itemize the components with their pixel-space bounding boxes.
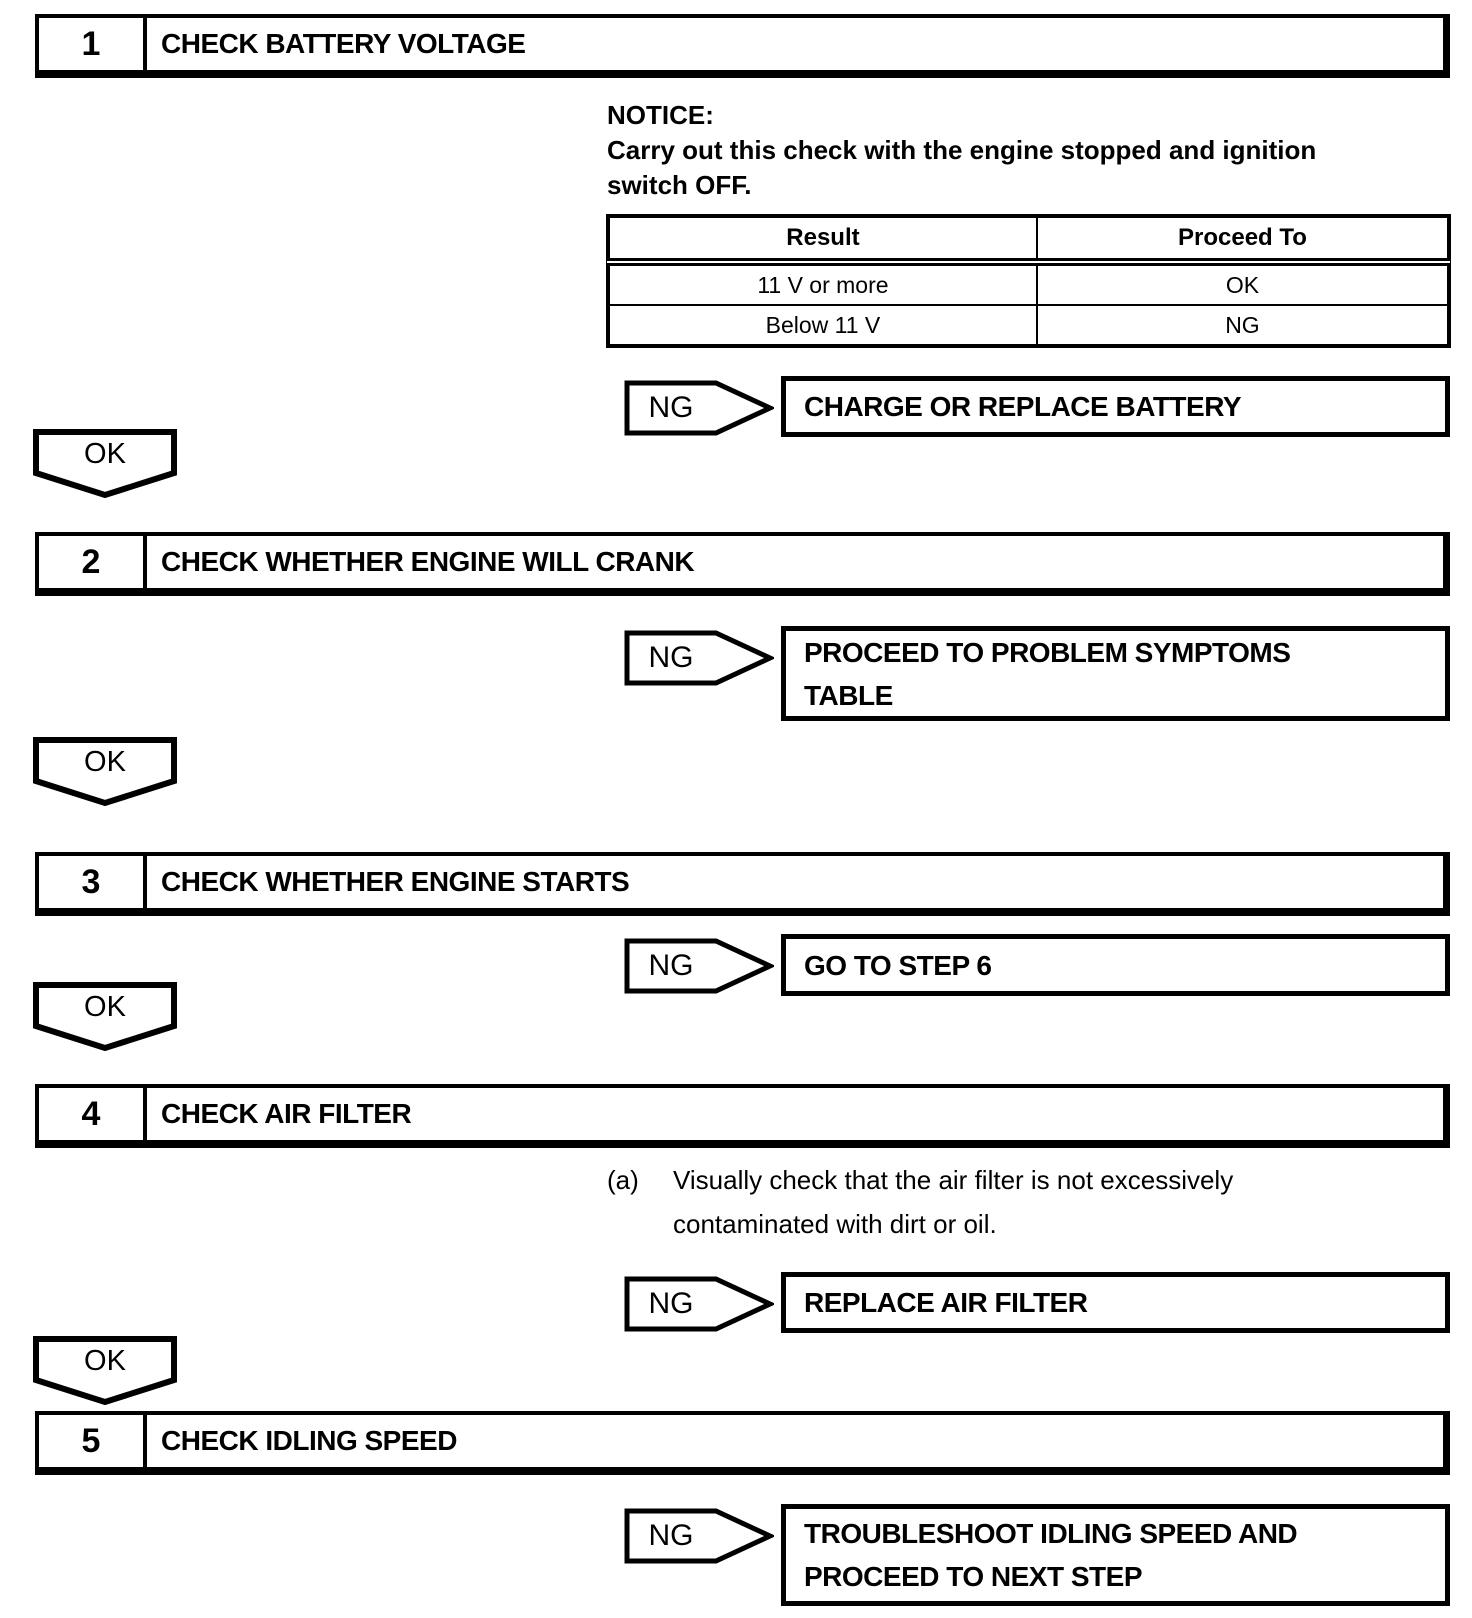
step-2-number: 2 <box>39 536 147 588</box>
result-table: Result Proceed To 11 V or more OK Below … <box>606 214 1451 348</box>
ng-arrow-shape <box>624 1276 774 1332</box>
step-1-number: 1 <box>39 18 147 70</box>
result-table-header-proceed-to: Proceed To <box>1035 215 1450 266</box>
ng-arrow: NG <box>624 1276 774 1332</box>
step-3-title: CHECK WHETHER ENGINE STARTS <box>161 866 630 897</box>
step-4-number: 4 <box>39 1088 147 1140</box>
step-1-title: CHECK BATTERY VOLTAGE <box>161 28 526 59</box>
step-4-instruction: (a) Visually check that the air filter i… <box>607 1158 1233 1246</box>
ok-connector-label: OK <box>84 1345 126 1377</box>
ng-action-text: GO TO STEP 6 <box>804 949 992 981</box>
ok-connector: OK <box>33 429 177 499</box>
step-3-header: 3 CHECK WHETHER ENGINE STARTS <box>35 852 1450 916</box>
step-4-header: 4 CHECK AIR FILTER <box>35 1084 1450 1148</box>
ng-action-text: REPLACE AIR FILTER <box>804 1287 1088 1318</box>
step-2-header: 2 CHECK WHETHER ENGINE WILL CRANK <box>35 532 1450 596</box>
proceed-cell: NG <box>1035 304 1450 347</box>
ok-connector: OK <box>33 1336 177 1406</box>
ng-action-text-line-2: PROCEED TO NEXT STEP <box>804 1561 1143 1592</box>
notice-label: NOTICE: <box>607 100 714 130</box>
step-4-title: CHECK AIR FILTER <box>161 1098 412 1129</box>
proceed-cell: OK <box>1035 261 1450 306</box>
ng-arrow-label: NG <box>648 391 694 424</box>
result-table-header-result: Result <box>607 215 1038 266</box>
ng-arrow: NG <box>624 1508 774 1564</box>
step-5-number: 5 <box>39 1415 147 1467</box>
ng-arrow-shape <box>624 380 774 436</box>
ok-connector-label: OK <box>84 438 126 470</box>
step-5-title: CHECK IDLING SPEED <box>161 1425 457 1456</box>
ng-arrow-shape <box>624 630 774 686</box>
ok-connector-label: OK <box>84 991 126 1023</box>
result-cell: 11 V or more <box>607 261 1038 306</box>
ng-action-text: CHARGE OR REPLACE BATTERY <box>804 391 1242 422</box>
ok-connector: OK <box>33 737 177 807</box>
notice-block: NOTICE: Carry out this check with the en… <box>607 98 1316 203</box>
ng-arrow-label: NG <box>648 949 694 982</box>
ok-connector: OK <box>33 982 177 1052</box>
ng-action-box: PROCEED TO PROBLEM SYMPTOMS TABLE <box>781 626 1450 721</box>
step-5-header: 5 CHECK IDLING SPEED <box>35 1411 1450 1475</box>
notice-text-line-2: switch OFF. <box>607 170 752 200</box>
result-cell: Below 11 V <box>607 304 1038 347</box>
notice-text-line-1: Carry out this check with the engine sto… <box>607 135 1317 165</box>
ng-arrow: NG <box>624 938 774 994</box>
ng-action-box: GO TO STEP 6 <box>781 934 1450 996</box>
table-row: Below 11 V NG <box>607 304 1450 347</box>
ok-connector-label: OK <box>84 746 126 778</box>
ng-action-box: CHARGE OR REPLACE BATTERY <box>781 376 1450 437</box>
ng-arrow-label: NG <box>648 1287 694 1320</box>
ng-action-box: TROUBLESHOOT IDLING SPEED AND PROCEED TO… <box>781 1504 1450 1606</box>
instruction-text-line-1: Visually check that the air filter is no… <box>673 1165 1234 1195</box>
ng-arrow-label: NG <box>648 641 694 674</box>
step-1-header: 1 CHECK BATTERY VOLTAGE <box>35 14 1450 78</box>
ng-arrow-shape <box>624 1508 774 1564</box>
ng-action-text-line-2: TABLE <box>804 679 893 711</box>
instruction-text-line-2: contaminated with dirt or oil. <box>673 1209 997 1239</box>
ng-arrow: NG <box>624 380 774 436</box>
ng-action-box: REPLACE AIR FILTER <box>781 1272 1450 1333</box>
step-3-number: 3 <box>39 856 147 908</box>
ok-connector-shape <box>33 737 177 807</box>
ng-action-text-line-1: PROCEED TO PROBLEM SYMPTOMS <box>804 636 1291 668</box>
ng-arrow-shape <box>624 938 774 994</box>
table-row: 11 V or more OK <box>607 261 1450 306</box>
ng-arrow: NG <box>624 630 774 686</box>
ok-connector-shape <box>33 1336 177 1406</box>
instruction-marker: (a) <box>607 1165 639 1195</box>
step-2-title: CHECK WHETHER ENGINE WILL CRANK <box>161 546 695 577</box>
ok-connector-shape <box>33 429 177 499</box>
ng-arrow-label: NG <box>648 1519 694 1552</box>
ng-action-text-line-1: TROUBLESHOOT IDLING SPEED AND <box>804 1518 1298 1549</box>
ok-connector-shape <box>33 982 177 1052</box>
